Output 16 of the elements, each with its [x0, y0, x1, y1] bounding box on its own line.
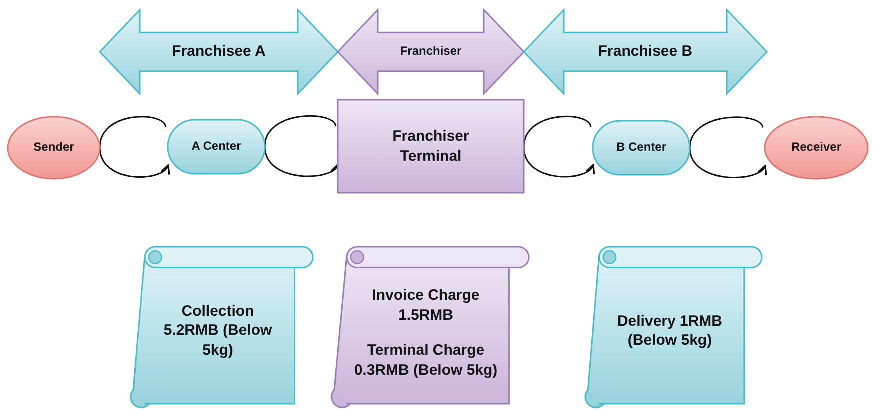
node-label: Collection 5.2RMB (Below 5kg): [162, 302, 274, 360]
node-label: Franchiser Terminal: [392, 127, 470, 166]
node-label: Invoice Charge 1.5RMB: [371, 286, 481, 325]
node-label: Receiver: [791, 140, 842, 156]
curved-arrow: [689, 116, 766, 178]
node-label: Franchisee B: [598, 42, 693, 62]
node-label: Sender: [34, 140, 74, 156]
curved-arrow: [523, 116, 594, 178]
node-label: A Center: [192, 139, 242, 155]
node-label: B Center: [616, 140, 666, 156]
node-label: Terminal Charge 0.3RMB (Below 5kg): [353, 341, 499, 380]
node-label: Franchiser: [400, 44, 462, 60]
node-label: Franchisee A: [172, 42, 266, 62]
node-label: Delivery 1RMB (Below 5kg): [616, 312, 724, 350]
curved-arrow: [99, 116, 170, 178]
curved-arrow: [264, 115, 340, 178]
